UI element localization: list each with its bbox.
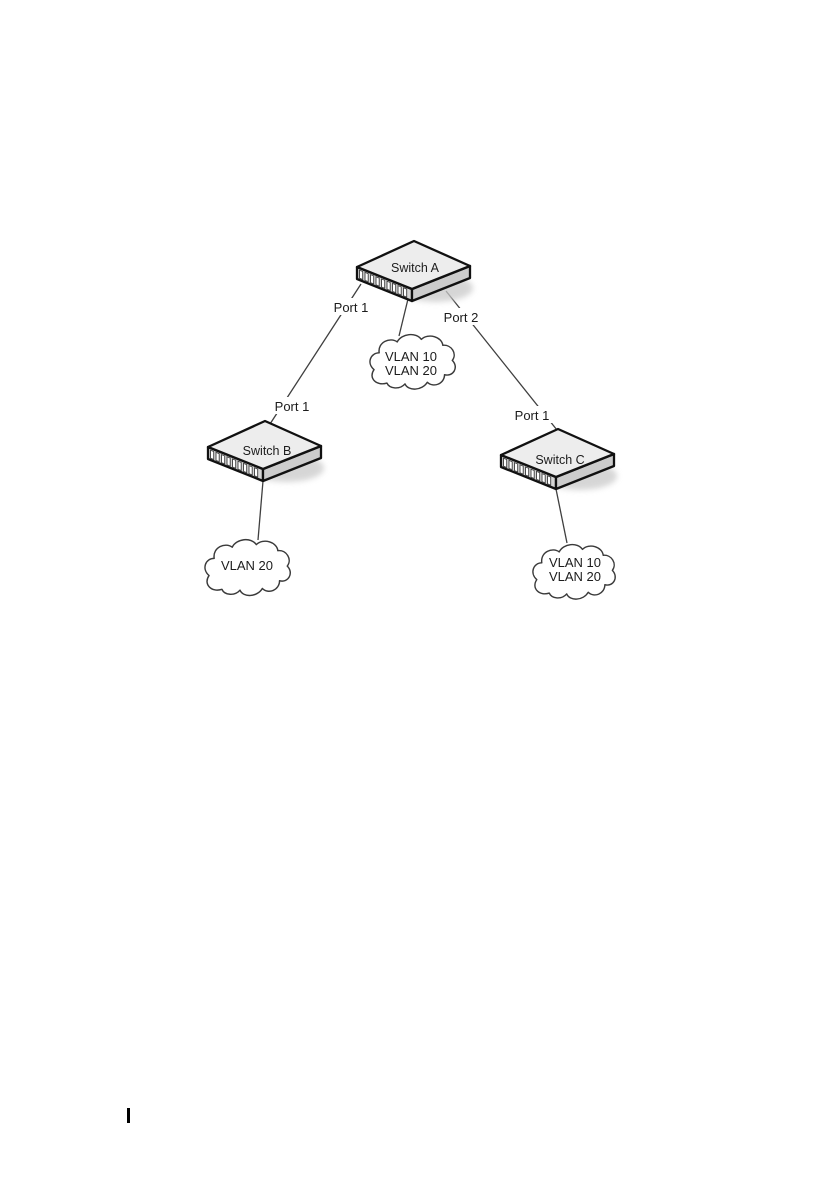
port-label-bg [509, 406, 555, 423]
switch-c-port1-label: Port 1 [515, 408, 550, 423]
switch-a-top-face [355, 239, 472, 291]
cloud-a-vlan-line-2: VLAN 20 [385, 363, 437, 378]
switch-a-label: Switch A [391, 261, 440, 275]
switch-c: Switch C [499, 427, 617, 491]
port-labels: Port 1 Port 2 Port 1 Port 1 [269, 298, 555, 423]
port-label-bg [328, 298, 374, 315]
cloud-under-switch-b [204, 539, 291, 597]
switch-a-port2-label: Port 2 [444, 310, 479, 325]
switch-a: Switch A [355, 239, 473, 303]
cloud-c-vlan-line-2: VLAN 20 [549, 569, 601, 584]
cloud-under-switch-c [532, 543, 616, 600]
switch-c-top-face [499, 427, 616, 479]
link-switch-a-to-cloud [398, 298, 409, 337]
page-margin-mark [127, 1108, 130, 1123]
switch-b-top-face [206, 419, 323, 471]
cloud-under-switch-a [369, 333, 456, 390]
cloud-shape [369, 333, 456, 390]
switch-b-port-slots [210, 449, 259, 478]
switch-b-port1-label: Port 1 [275, 399, 310, 414]
port-label-bg [438, 308, 484, 325]
cloud-shape [204, 539, 291, 597]
switch-a-port-slots [359, 269, 408, 298]
switch-b-label: Switch B [243, 444, 292, 458]
port-label-bg [269, 397, 315, 414]
link-switch-b-to-cloud [257, 480, 264, 541]
cloud-c-vlan-line-1: VLAN 10 [549, 555, 601, 570]
switch-b: Switch B [206, 419, 324, 483]
switch-a-port1-label: Port 1 [334, 300, 369, 315]
cloud-shape [532, 543, 616, 600]
cloud-a-vlan-line-1: VLAN 10 [385, 349, 437, 364]
cloud-b-vlan-line-1: VLAN 20 [221, 558, 273, 573]
link-switch-c-to-cloud [555, 488, 568, 544]
switch-c-port-slots [503, 457, 552, 486]
switch-c-label: Switch C [535, 453, 584, 467]
